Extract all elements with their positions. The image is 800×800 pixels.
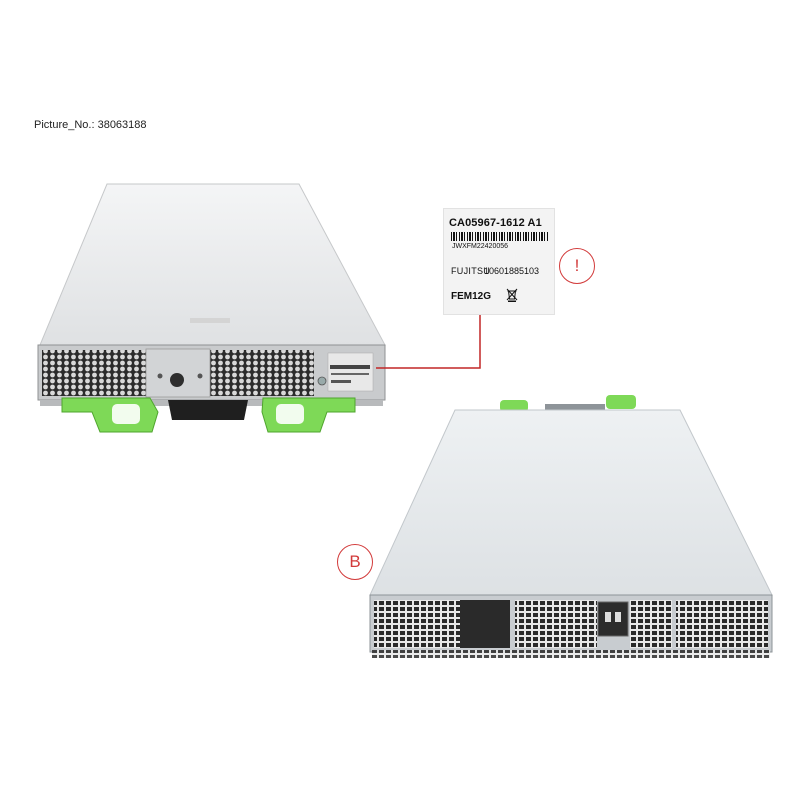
status-led	[197, 373, 203, 379]
psu-front-view	[37, 183, 386, 433]
connector-block-middle	[515, 600, 597, 648]
green-handle-top-right	[606, 395, 636, 409]
psu-rear-view	[369, 395, 773, 658]
label-barcode	[451, 232, 548, 241]
crossed-bin-icon	[506, 288, 518, 302]
rear-view-marker: B	[337, 544, 373, 580]
callout-line	[376, 315, 481, 369]
psu-top-sticker	[190, 318, 230, 323]
product-label: CA05967-1612 A1 JWXFM22420056 FUJITSU 10…	[443, 208, 555, 315]
label-brand: FUJITSU	[451, 266, 491, 276]
front-label-barcode	[330, 365, 370, 369]
status-panel	[145, 348, 211, 398]
green-handle-right	[261, 397, 356, 433]
fan-grille-right	[210, 350, 314, 396]
label-serial: JWXFM22420056	[452, 243, 509, 250]
connector-slot	[460, 600, 510, 648]
psu-rear-top-panel	[369, 409, 773, 596]
label-code: 10601885103	[484, 266, 540, 276]
label-part-number: CA05967-1612 A1	[449, 217, 542, 229]
green-handle-top-left	[500, 400, 528, 412]
power-connector	[170, 373, 184, 387]
release-latch	[168, 400, 248, 420]
info-marker: !	[559, 248, 595, 284]
status-led	[157, 373, 163, 379]
fan-grille-left	[42, 350, 146, 396]
label-model: FEM12G	[451, 291, 492, 302]
picture-number-caption: Picture_No.: 38063188	[34, 119, 147, 131]
front-label-sticker	[327, 352, 374, 392]
connector-block-right	[676, 600, 768, 648]
green-handle-left	[61, 397, 159, 433]
power-socket	[597, 601, 629, 637]
screw-icon	[317, 376, 327, 386]
